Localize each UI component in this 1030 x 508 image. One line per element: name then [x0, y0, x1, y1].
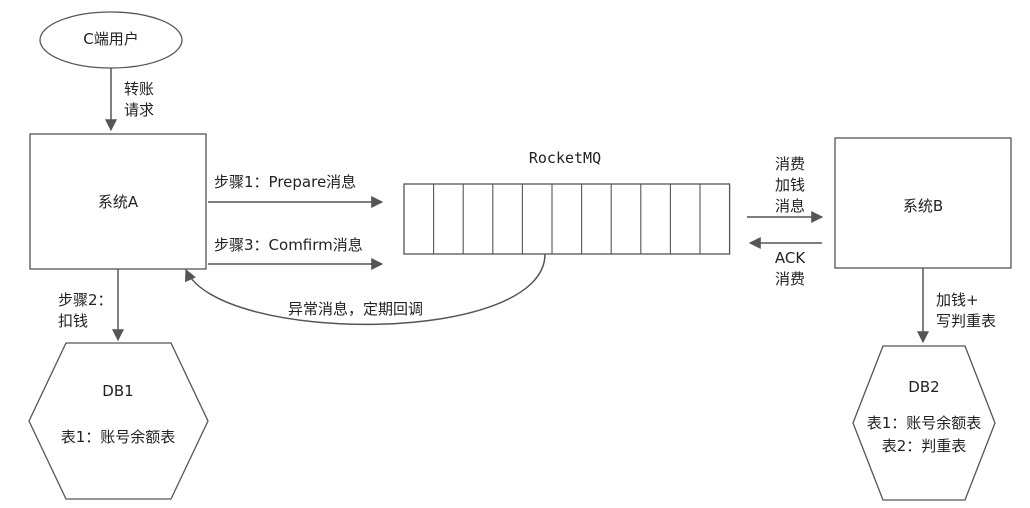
- system-b-label: 系统B: [902, 197, 944, 215]
- queue-outline: [403, 183, 731, 255]
- db2-table-2: 表2：判重表: [881, 437, 967, 455]
- user-label: C端用户: [83, 30, 139, 48]
- ack-label: ACK 消费: [774, 249, 806, 288]
- system-a-box: [29, 133, 207, 270]
- transfer-request-label: 转账 请求: [124, 80, 155, 119]
- step3-label: 步骤3：Comfirm消息: [214, 236, 363, 254]
- db2-title: DB2: [908, 378, 940, 396]
- db2-shape: [852, 345, 996, 501]
- db2-table-1: 表1：账号余额表: [866, 414, 982, 432]
- step2-label: 步骤2： 扣钱: [58, 291, 113, 330]
- consume-label: 消费 加钱 消息: [774, 155, 805, 215]
- queue-title: RocketMQ: [528, 149, 602, 167]
- db1-table-1: 表1：账号余额表: [60, 428, 176, 446]
- step1-label: 步骤1：Prepare消息: [214, 173, 357, 191]
- db1-shape: [28, 342, 209, 500]
- db1-title: DB1: [102, 382, 134, 400]
- rocketmq-queue: [403, 183, 731, 255]
- b-to-db2-label: 加钱+ 写判重表: [936, 291, 997, 330]
- callback-label: 异常消息，定期回调: [288, 300, 424, 318]
- arrow-callback: [185, 253, 546, 326]
- system-a-label: 系统A: [97, 193, 139, 211]
- system-b-box: [834, 137, 1012, 269]
